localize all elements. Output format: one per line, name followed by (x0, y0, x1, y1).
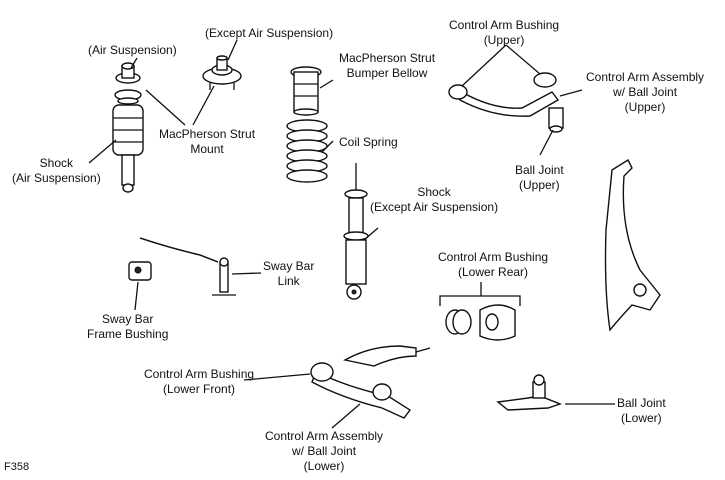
lower-rear-bushing-part (439, 295, 521, 341)
label-sway-bar-bushing: Sway Bar Frame Bushing (87, 312, 169, 341)
bumper-bellow-part (290, 66, 322, 116)
strut-mount-part (202, 55, 242, 90)
upper-control-arm-part (448, 72, 564, 133)
sway-bar-part (139, 237, 236, 296)
shock-part (343, 163, 369, 300)
label-bumper-bellow: MacPherson Strut Bumper Bellow (339, 51, 436, 80)
air-suspension-mount-part (115, 62, 141, 84)
label-upper-bushing: Control Arm Bushing (Upper) (449, 18, 560, 47)
label-lower-rear-bushing: Control Arm Bushing (Lower Rear) (438, 250, 549, 279)
label-upper-arm-assembly: Control Arm Assembly w/ Ball Joint (Uppe… (586, 70, 705, 114)
label-air-mount: (Air Suspension) (88, 43, 177, 57)
sway-bar-bushing-part (128, 261, 152, 281)
label-lower-front-bushing: Control Arm Bushing (Lower Front) (144, 367, 255, 396)
lower-control-arm-part (310, 345, 431, 419)
coil-spring-part (286, 119, 328, 183)
label-coil-spring: Coil Spring (339, 135, 398, 149)
label-sway-bar-link: Sway Bar Link (263, 259, 315, 288)
label-upper-ball-joint: Ball Joint (Upper) (515, 163, 564, 192)
label-strut-mount: MacPherson Strut Mount (159, 127, 256, 156)
label-shock-except-air: Shock (Except Air Suspension) (370, 185, 499, 214)
knuckle-part (604, 158, 661, 332)
label-lower-ball-joint: Ball Joint (Lower) (617, 396, 666, 425)
label-shock-air: Shock (Air Suspension) (12, 156, 101, 185)
label-except-air-mount: (Except Air Suspension) (205, 26, 334, 40)
figure-code: F358 (4, 461, 30, 473)
lower-ball-joint-part (496, 374, 563, 411)
leader-lines (88, 39, 615, 429)
label-lower-arm-assembly: Control Arm Assembly w/ Ball Joint (Lowe… (265, 429, 384, 473)
air-shock-part (112, 89, 144, 193)
